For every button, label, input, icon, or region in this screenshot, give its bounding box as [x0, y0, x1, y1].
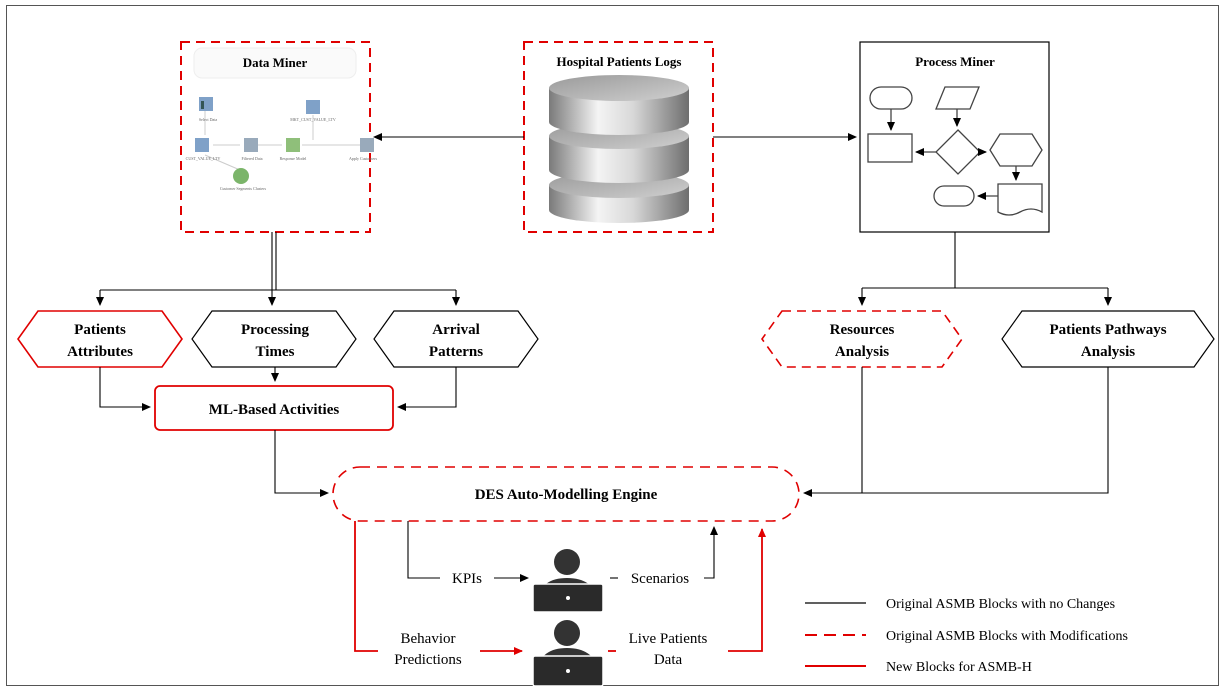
- hospital-logs-block: Hospital Patients Logs: [523, 41, 714, 233]
- legend-item-2: Original ASMB Blocks with Modifications: [886, 629, 1128, 644]
- scenarios-label: Scenarios: [631, 571, 689, 587]
- svg-text:Filtered Data: Filtered Data: [242, 156, 263, 161]
- des-input-connectors: [274, 367, 1109, 497]
- patients-attributes-line2: Attributes: [67, 344, 133, 360]
- des-engine-block: DES Auto-Modelling Engine: [332, 466, 800, 522]
- data-miner-block: Data Miner Select Data CUST_VALUE_LTV Fi…: [180, 41, 378, 233]
- resources-analysis-block: Resources Analysis: [761, 310, 963, 368]
- behavior-label-line2: Predictions: [394, 652, 462, 668]
- ml-activities-block: ML-Based Activities: [154, 385, 394, 431]
- patients-pathways-analysis-block: Patients Pathways Analysis: [1001, 310, 1215, 368]
- arrival-patterns-line2: Patterns: [429, 344, 483, 360]
- svg-text:CUST_VALUE_LTV: CUST_VALUE_LTV: [186, 156, 221, 161]
- kpi-scenario-loop: [407, 521, 718, 582]
- database-cylinder-icon: [549, 75, 689, 223]
- resources-analysis-line1: Resources: [830, 322, 895, 338]
- svg-text:Customer Segments Clusters: Customer Segments Clusters: [220, 186, 267, 191]
- arrival-patterns-block: Arrival Patterns: [373, 310, 539, 368]
- legend-item-1: Original ASMB Blocks with no Changes: [886, 597, 1115, 612]
- hospital-logs-title: Hospital Patients Logs: [557, 54, 682, 69]
- processing-times-line1: Processing: [241, 322, 310, 338]
- svg-text:Apply Customers: Apply Customers: [349, 156, 378, 161]
- arrival-patterns-line1: Arrival: [432, 322, 479, 338]
- user-laptop-icon: [532, 549, 604, 613]
- diagram-frame: [6, 5, 1219, 686]
- svg-text:MKT_CUST_VALUE_LTV: MKT_CUST_VALUE_LTV: [290, 117, 336, 122]
- patients-attributes-line1: Patients: [74, 322, 126, 338]
- processing-times-block: Processing Times: [191, 310, 357, 368]
- process-miner-block: Process Miner: [859, 41, 1050, 233]
- svg-text:Select Data: Select Data: [199, 117, 218, 122]
- patients-attributes-block: Patients Attributes: [17, 310, 183, 368]
- live-data-label-line2: Data: [654, 652, 683, 668]
- resources-analysis-line2: Analysis: [835, 344, 889, 360]
- pathways-analysis-line1: Patients Pathways: [1049, 322, 1166, 338]
- legend-item-3: New Blocks for ASMB-H: [886, 660, 1032, 675]
- processing-times-line2: Times: [256, 344, 295, 360]
- data-miner-title: Data Miner: [243, 55, 308, 70]
- ml-activities-label: ML-Based Activities: [209, 402, 340, 418]
- flowchart-icon: [867, 86, 1043, 216]
- des-engine-label: DES Auto-Modelling Engine: [475, 487, 658, 503]
- behavior-label-line1: Behavior: [401, 631, 456, 647]
- kpis-label: KPIs: [452, 571, 482, 587]
- svg-text:Response Model: Response Model: [280, 156, 308, 161]
- ml-activities-connectors: [99, 367, 457, 411]
- prediction-live-loop: [354, 521, 766, 655]
- user-laptop-icon: [532, 620, 604, 687]
- process-miner-title: Process Miner: [915, 54, 995, 69]
- live-data-label-line1: Live Patients: [629, 631, 708, 647]
- data-miner-workflow-icon: Select Data CUST_VALUE_LTV Filtered Data…: [186, 97, 378, 191]
- legend: Original ASMB Blocks with no Changes Ori…: [805, 597, 1128, 675]
- top-connectors: [96, 133, 1112, 306]
- pathways-analysis-line2: Analysis: [1081, 344, 1135, 360]
